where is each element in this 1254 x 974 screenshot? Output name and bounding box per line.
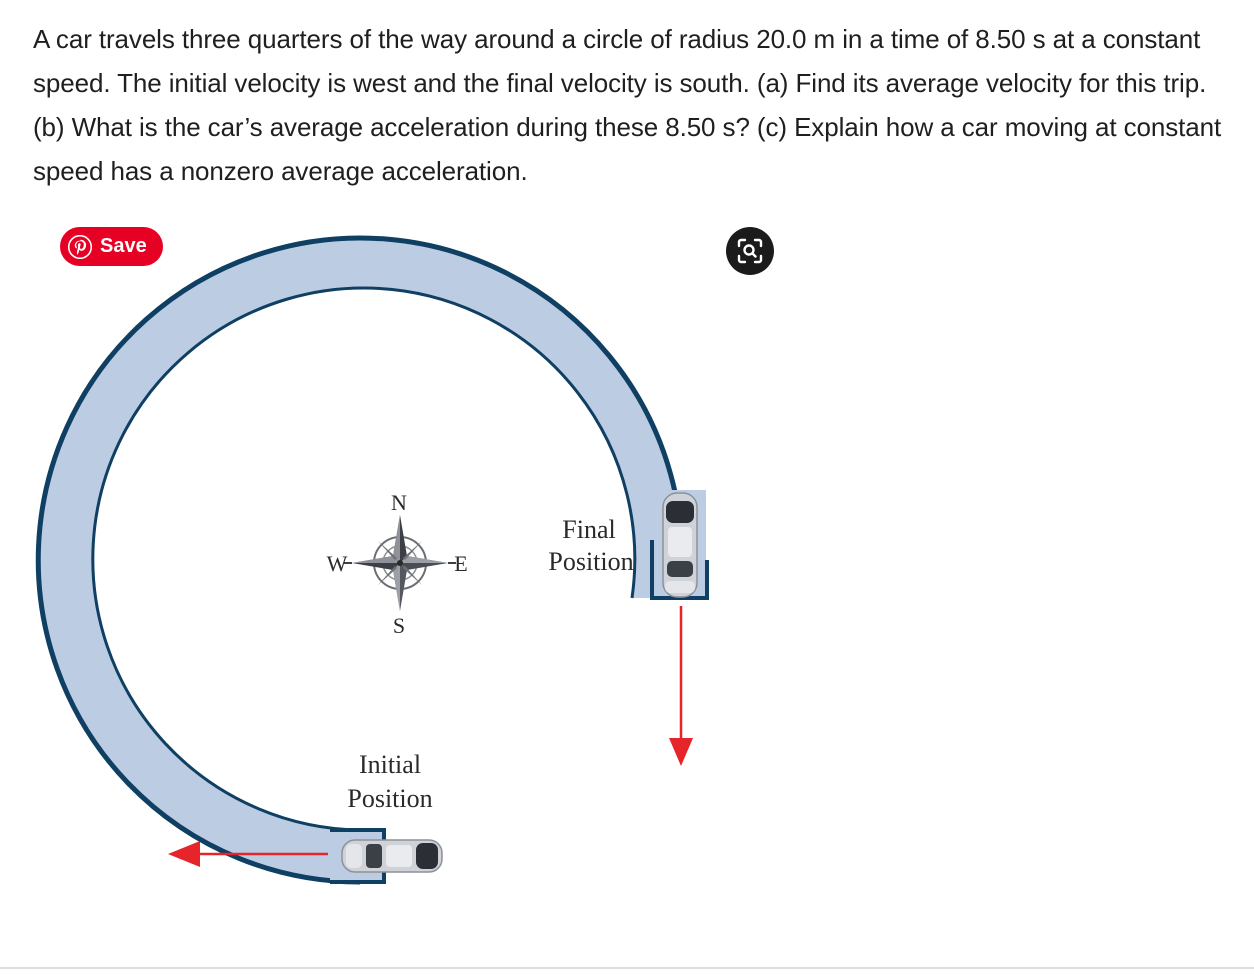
initial-position-label-line1: Initial [359, 750, 421, 779]
track-outer-edge [35, 235, 685, 885]
visual-search-icon [737, 238, 763, 264]
compass-south-label: S [393, 613, 405, 638]
visual-search-button[interactable] [726, 227, 774, 275]
initial-velocity-arrow [168, 841, 328, 867]
save-button-label: Save [100, 235, 147, 257]
track-inner-edge [91, 286, 637, 832]
final-position-label-line2: Position [548, 547, 633, 576]
pinterest-save-button[interactable]: Save [60, 227, 163, 266]
compass-rose-icon [344, 515, 456, 611]
initial-position-label-line2: Position [347, 784, 432, 813]
track-end-edge-final [650, 540, 709, 600]
compass-north-label: N [391, 490, 407, 515]
compass-west-label: W [327, 551, 348, 576]
final-position-label-line1: Final [562, 515, 615, 544]
compass-east-label: E [454, 551, 467, 576]
final-car-icon [662, 492, 698, 598]
pinterest-icon [68, 234, 92, 259]
initial-car-icon [341, 839, 443, 873]
question-text: A car travels three quarters of the way … [33, 24, 1222, 186]
bottom-divider [0, 967, 1254, 969]
final-velocity-arrow [669, 606, 693, 766]
